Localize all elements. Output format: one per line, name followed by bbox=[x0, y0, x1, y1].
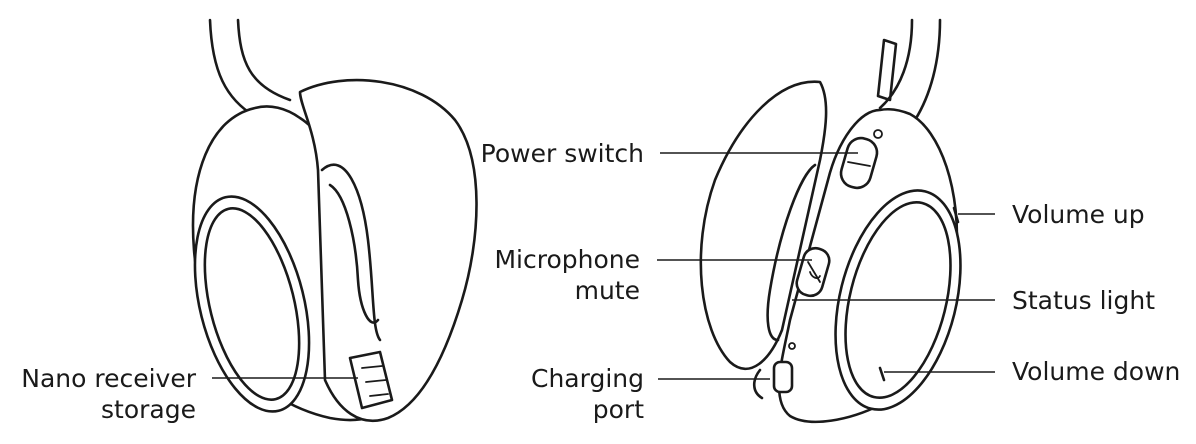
left-cushion-inner-curve-2 bbox=[328, 183, 380, 324]
nano-receiver-label-line-2: storage bbox=[101, 395, 196, 424]
mic-mute-icon bbox=[807, 261, 821, 283]
volume-down-button bbox=[878, 366, 886, 382]
microphone-mute-label-line-1: Microphone bbox=[494, 245, 640, 274]
nano-receiver-slot-detail bbox=[361, 365, 389, 397]
charging-port-label-line-1: Charging bbox=[531, 364, 644, 393]
nano-receiver-label-line-1: Nano receiver bbox=[21, 364, 196, 393]
power-switch bbox=[839, 136, 879, 190]
left-headband-inner bbox=[236, 18, 292, 102]
volume-up-button bbox=[952, 206, 960, 224]
volume-down-label: Volume down bbox=[1012, 357, 1181, 386]
left-outer-ring bbox=[193, 195, 311, 413]
left-ear-cushion bbox=[298, 78, 478, 423]
status-light-label: Status light bbox=[1012, 286, 1156, 315]
charging-port-label-line-2: port bbox=[592, 395, 644, 424]
nano-receiver-storage-label: Nano receiver storage bbox=[10, 363, 196, 425]
right-outer-ring-inner bbox=[844, 200, 952, 400]
status-light bbox=[788, 342, 796, 350]
left-outer-ring-inner bbox=[203, 207, 301, 401]
microphone-mute-label-line-2: mute bbox=[574, 276, 640, 305]
power-icon bbox=[873, 129, 883, 139]
right-cushion-inner-curve bbox=[766, 163, 817, 342]
right-headband-slider bbox=[876, 38, 898, 102]
right-headband-outer bbox=[878, 18, 914, 110]
right-headband-inner bbox=[913, 18, 942, 122]
charging-port-label: Charging port bbox=[470, 363, 644, 425]
charging-port-edge bbox=[752, 368, 764, 400]
volume-up-label: Volume up bbox=[1012, 200, 1145, 229]
charging-port bbox=[772, 360, 794, 394]
power-switch-divider bbox=[847, 161, 871, 167]
microphone-mute-label: Microphone mute bbox=[440, 244, 640, 306]
power-switch-label: Power switch bbox=[480, 139, 644, 168]
